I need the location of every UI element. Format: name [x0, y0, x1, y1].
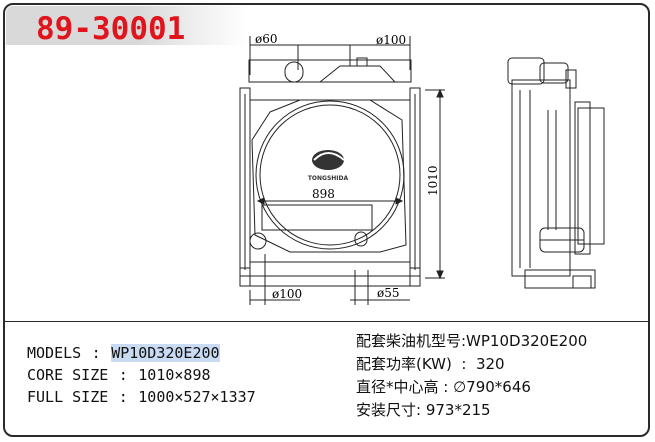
spec-power: 配套功率(KW) : 320: [356, 355, 505, 373]
dim-bottom-left: ø100: [272, 287, 302, 301]
top-tank: [248, 59, 412, 83]
filler-neck: [319, 65, 396, 83]
dim-height: 1010: [426, 165, 440, 196]
dim-bottom-right: ø55: [377, 286, 400, 300]
dim-width: 898: [312, 187, 335, 201]
outlet-pipe: [249, 232, 267, 250]
full-value: 1000×527×1337: [138, 388, 256, 406]
dim-top-right: ø100: [376, 33, 406, 47]
spec-core-size: CORE SIZE:1010×898: [27, 366, 211, 384]
specs-right: 配套柴油机型号:WP10D320E200 配套功率(KW) : 320 直径*中…: [356, 330, 587, 422]
specs-left: MODELS:WP10D320E200 CORE SIZE:1010×898 F…: [27, 342, 256, 408]
part-number: 89-30001: [36, 11, 186, 47]
section-divider: [3, 321, 650, 322]
fan-ring-inner: [259, 104, 401, 246]
dim-top-left: ø60: [255, 32, 278, 46]
side-view-core: [511, 79, 571, 277]
spec-engine: 配套柴油机型号:WP10D320E200: [356, 332, 588, 350]
bottom-tank: [239, 275, 421, 287]
core-label: CORE SIZE: [27, 366, 109, 384]
spec-models: MODELS:WP10D320E200: [27, 344, 220, 362]
spec-install: 安装尺寸: 973*215: [356, 401, 491, 419]
full-label: FULL SIZE: [27, 388, 109, 406]
logo-text: TONGSHIDA: [308, 175, 349, 182]
document-frame: [3, 3, 650, 437]
models-value: WP10D320E200: [111, 344, 220, 362]
fan-ring-outer: [255, 100, 405, 250]
company-logo-icon: TONGSHIDA: [308, 150, 349, 182]
filler-cap: [356, 57, 368, 67]
models-label: MODELS: [27, 344, 82, 362]
header-banner: 89-30001: [6, 6, 248, 47]
core-value: 1010×898: [138, 366, 211, 384]
fan-shroud: [251, 99, 407, 253]
side-view-shroud: [574, 101, 591, 255]
inlet-pipe: [284, 61, 304, 83]
spec-diameter: 直径*中心高 : ∅790*646: [356, 378, 531, 396]
side-view-filler: [507, 57, 545, 85]
spec-full-size: FULL SIZE:1000×527×1337: [27, 388, 256, 406]
